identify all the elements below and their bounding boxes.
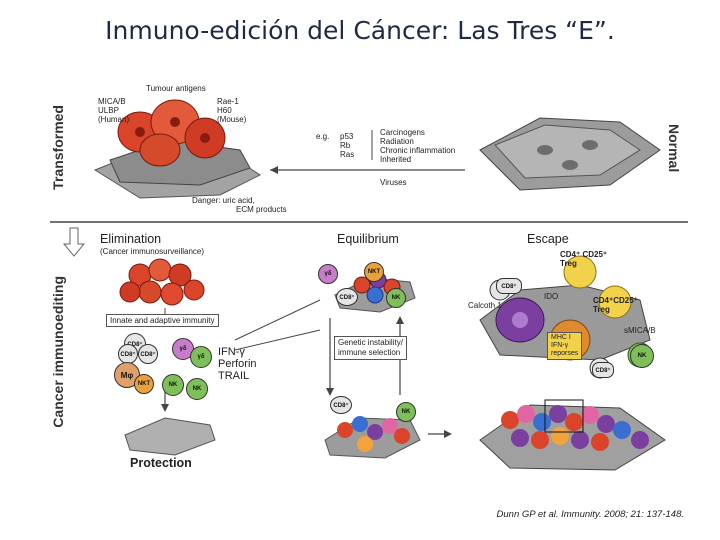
label-immunosurveillance: (Cancer immunosurveillance): [100, 247, 205, 256]
cell-cd8: CD8⁺: [118, 344, 138, 364]
cell-nk: NK: [186, 378, 208, 400]
cell-cd8: CD8⁺: [496, 278, 522, 294]
label-transformed: Transformed: [50, 105, 66, 190]
cell-nkt: NKT: [134, 374, 154, 394]
label-mouse-ligands: Rae-1 H60 (Mouse): [217, 97, 247, 124]
protection-tissue: [124, 417, 216, 456]
cell-nk: NK: [630, 344, 654, 368]
cell-gamma-delta: γδ: [318, 264, 338, 284]
box-innate-adaptive: Innate and adaptive immunity: [106, 314, 219, 327]
label-cancer-immunoediting: Cancer immunoediting: [50, 276, 66, 428]
equilibrium-tumor-bottom: [324, 416, 421, 459]
label-ido: IDO: [544, 292, 559, 301]
cell-nk: NK: [162, 374, 184, 396]
box-genetic-instability: Genetic instability/ immune selection: [334, 336, 407, 360]
citation: Dunn GP et al. Immunity. 2008; 21: 137-1…: [496, 509, 684, 520]
transformed-tissue: [93, 99, 261, 199]
label-causes: Carcinogens Radiation Chronic inflammati…: [380, 128, 456, 164]
label-treg-2: CD4⁺CD25⁺ Treg: [593, 296, 638, 314]
cell-cd8: CD8⁺: [336, 288, 358, 306]
header-elimination: Elimination: [100, 232, 162, 246]
cell-nk: NK: [396, 402, 416, 422]
header-escape: Escape: [527, 232, 569, 246]
cell-gamma-delta: γδ: [190, 346, 212, 368]
label-calcoth: Calcoth 1: [468, 301, 502, 310]
header-equilibrium: Equilibrium: [337, 232, 399, 246]
label-normal: Normal: [666, 124, 682, 173]
label-ecm: ECM products: [236, 205, 287, 214]
normal-tissue: [479, 117, 661, 191]
escape-scene: [479, 255, 653, 379]
label-eg: e.g.: [316, 132, 330, 141]
label-protection: Protection: [130, 456, 192, 470]
label-danger: Danger: uric acid,: [192, 196, 255, 205]
down-arrow-icon: [62, 227, 86, 257]
label-treg-1: CD4⁺ CD25⁺ Treg: [560, 250, 608, 268]
label-tumour-antigens: Tumour antigens: [146, 84, 206, 93]
escape-tumor-bottom: [479, 399, 666, 471]
box-mhc: MHC I IFN-γ reporses: [547, 332, 583, 360]
cell-cd8: CD8⁺: [138, 344, 158, 364]
label-viruses: Viruses: [380, 178, 407, 187]
elimination-tumor: [119, 258, 205, 306]
label-effectors: IFN-γ Perforin TRAIL: [218, 346, 257, 382]
cell-nk: NK: [386, 288, 406, 308]
label-human-ligands: MICA/B ULBP (Human): [98, 97, 130, 124]
label-smica: sMICA/B: [624, 326, 656, 335]
cell-nkt: NKT: [364, 262, 384, 282]
cell-cd8: CD8⁺: [592, 362, 614, 378]
label-genes: p53 Rb Ras: [340, 132, 355, 159]
cell-cd8: CD8⁺: [330, 396, 352, 414]
slide-title: Inmuno-edición del Cáncer: Las Tres “E”.: [105, 16, 615, 45]
